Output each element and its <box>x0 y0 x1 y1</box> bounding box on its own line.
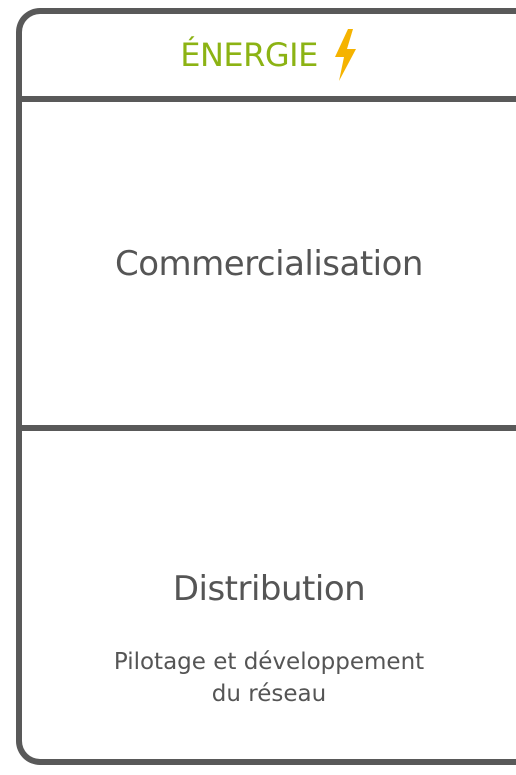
lightning-bolt-icon <box>334 29 356 81</box>
header-title: ÉNERGIE <box>180 36 318 74</box>
distribution-subtitle-line1: Pilotage et développement <box>113 649 425 675</box>
commercialisation-title: Commercialisation <box>115 243 423 284</box>
diagram-frame <box>16 8 516 765</box>
distribution-title: Distribution <box>172 569 366 609</box>
distribution-section: Distribution Pilotage et développement d… <box>22 431 516 759</box>
distribution-subtitle-line2: du réseau <box>211 681 327 707</box>
section-divider <box>16 425 516 431</box>
header-divider <box>16 96 516 102</box>
commercialisation-section: Commercialisation <box>22 102 516 425</box>
diagram-header: ÉNERGIE <box>22 14 516 96</box>
distribution-subtitle: Pilotage et développement du réseau <box>22 646 516 710</box>
